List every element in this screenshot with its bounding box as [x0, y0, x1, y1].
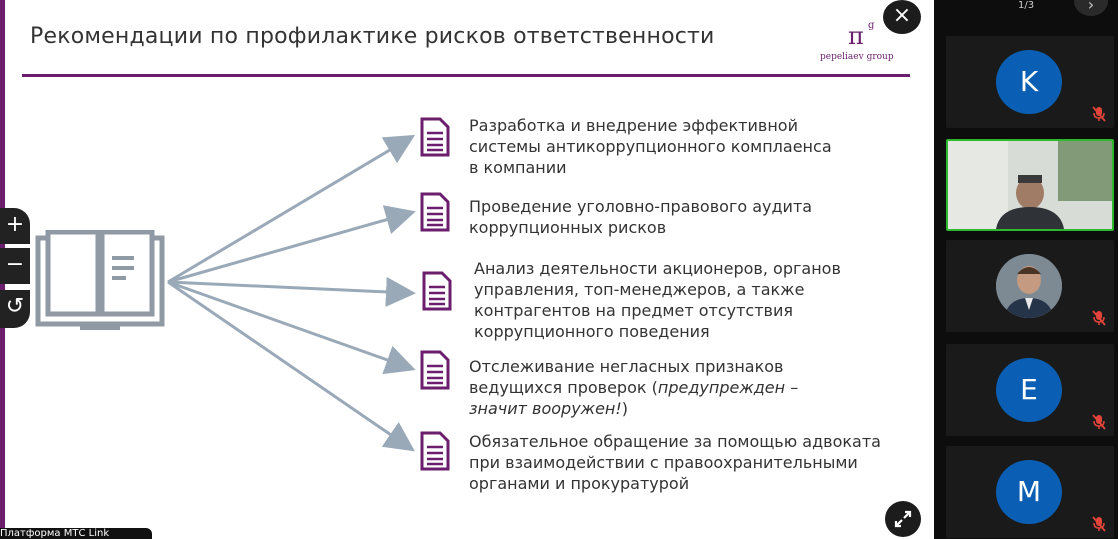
arrows-diagram — [167, 134, 416, 452]
close-icon: × — [892, 3, 912, 28]
presentation-slide: Рекомендации по профилактике рисков отве… — [0, 0, 934, 539]
recommendation-5-line: Обязательное обращение за помощью адвока… — [469, 432, 881, 451]
logo-symbol: π — [848, 22, 864, 50]
platform-caption: Платформа МТС Link — [0, 528, 152, 539]
recommendation-2: Проведение уголовно-правового аудита кор… — [469, 196, 812, 238]
minus-icon: − — [5, 252, 25, 277]
avatar: K — [996, 50, 1062, 114]
avatar-initial: M — [1016, 475, 1042, 508]
participant-tile[interactable]: M — [946, 446, 1114, 538]
avatar: M — [996, 460, 1062, 524]
company-logo: π g pepeliaev group — [820, 20, 910, 66]
avatar-initial: E — [1020, 373, 1038, 406]
arrow-2 — [167, 205, 416, 284]
recommendation-5: Обязательное обращение за помощью адвока… — [469, 431, 881, 494]
fullscreen-button[interactable] — [885, 501, 921, 537]
mic-muted-icon — [1092, 516, 1106, 532]
recommendation-4-italic: значит вооружен! — [469, 399, 622, 418]
recommendation-5-line: при взаимодействии с правоохранительными — [469, 453, 858, 472]
chevron-right-icon: › — [1087, 0, 1095, 14]
recommendation-1-line: Разработка и внедрение эффективной — [469, 116, 798, 135]
reset-icon: ↺ — [5, 294, 25, 319]
recommendation-4: Отслеживание негласных признаков ведущих… — [469, 356, 798, 419]
close-button[interactable]: × — [883, 0, 921, 34]
plus-icon: + — [5, 212, 25, 237]
recommendation-3-line: Анализ деятельности акционеров, органов — [474, 259, 841, 278]
recommendation-3-line: управления, топ-менеджеров, а также — [474, 280, 805, 299]
document-icon — [420, 192, 450, 232]
next-page-button[interactable]: › — [1074, 0, 1108, 16]
page-counter: 1/3 — [1018, 0, 1035, 11]
recommendation-1-line: в компании — [469, 158, 567, 177]
recommendation-2-line: Проведение уголовно-правового аудита — [469, 197, 813, 216]
title-divider — [22, 74, 910, 77]
expand-icon — [894, 510, 912, 528]
recommendation-3: Анализ деятельности акционеров, органов … — [474, 258, 841, 342]
participant-tile[interactable]: K — [946, 36, 1114, 128]
document-icon — [420, 117, 450, 157]
avatar: E — [996, 358, 1062, 422]
mic-muted-icon — [1092, 310, 1106, 326]
recommendation-5-line: органами и прокуратурой — [469, 474, 690, 493]
recommendation-4-line: Отслеживание негласных признаков — [469, 357, 784, 376]
participant-tile-active-video[interactable] — [946, 139, 1114, 231]
mic-muted-icon — [1092, 106, 1106, 122]
document-icon — [420, 350, 450, 390]
avatar-initial: K — [1019, 65, 1039, 98]
recommendation-4-line: ведущихся проверок (предупрежден – — [469, 377, 798, 398]
reset-zoom-button[interactable]: ↺ — [0, 290, 30, 328]
open-book-icon — [35, 230, 165, 330]
slide-title: Рекомендации по профилактике рисков отве… — [30, 24, 715, 49]
mic-muted-icon — [1092, 414, 1106, 430]
recommendation-4-italic: предупрежден – — [657, 378, 799, 397]
recommendation-4-line: значит вооружен!) — [469, 398, 798, 419]
recommendation-4-text: ведущихся проверок ( — [469, 378, 658, 397]
avatar-photo — [996, 254, 1062, 318]
arrow-1 — [167, 134, 416, 284]
logo-name: pepeliaev group — [820, 52, 894, 62]
recommendation-3-line: коррупционного поведения — [474, 322, 710, 341]
recommendation-1: Разработка и внедрение эффективной систе… — [469, 115, 832, 178]
zoom-out-button[interactable]: − — [0, 248, 30, 284]
document-icon — [420, 431, 450, 471]
arrow-5 — [167, 280, 415, 452]
arrow-3 — [167, 276, 416, 307]
participant-tile[interactable]: E — [946, 344, 1114, 436]
arrow-4 — [167, 280, 416, 375]
logo-superscript: g — [868, 20, 875, 31]
recommendation-4-text: ) — [621, 399, 629, 418]
recommendation-3-line: контрагентов на предмет отсутствия — [474, 301, 793, 320]
recommendation-1-line: системы антикоррупционного комплаенса — [469, 137, 832, 156]
document-icon — [422, 271, 452, 311]
person-photo — [996, 254, 1062, 318]
recommendation-2-line: коррупционных рисков — [469, 218, 667, 237]
video-feed — [948, 141, 1112, 229]
zoom-in-button[interactable]: + — [0, 208, 30, 244]
participant-tile[interactable] — [946, 240, 1114, 332]
